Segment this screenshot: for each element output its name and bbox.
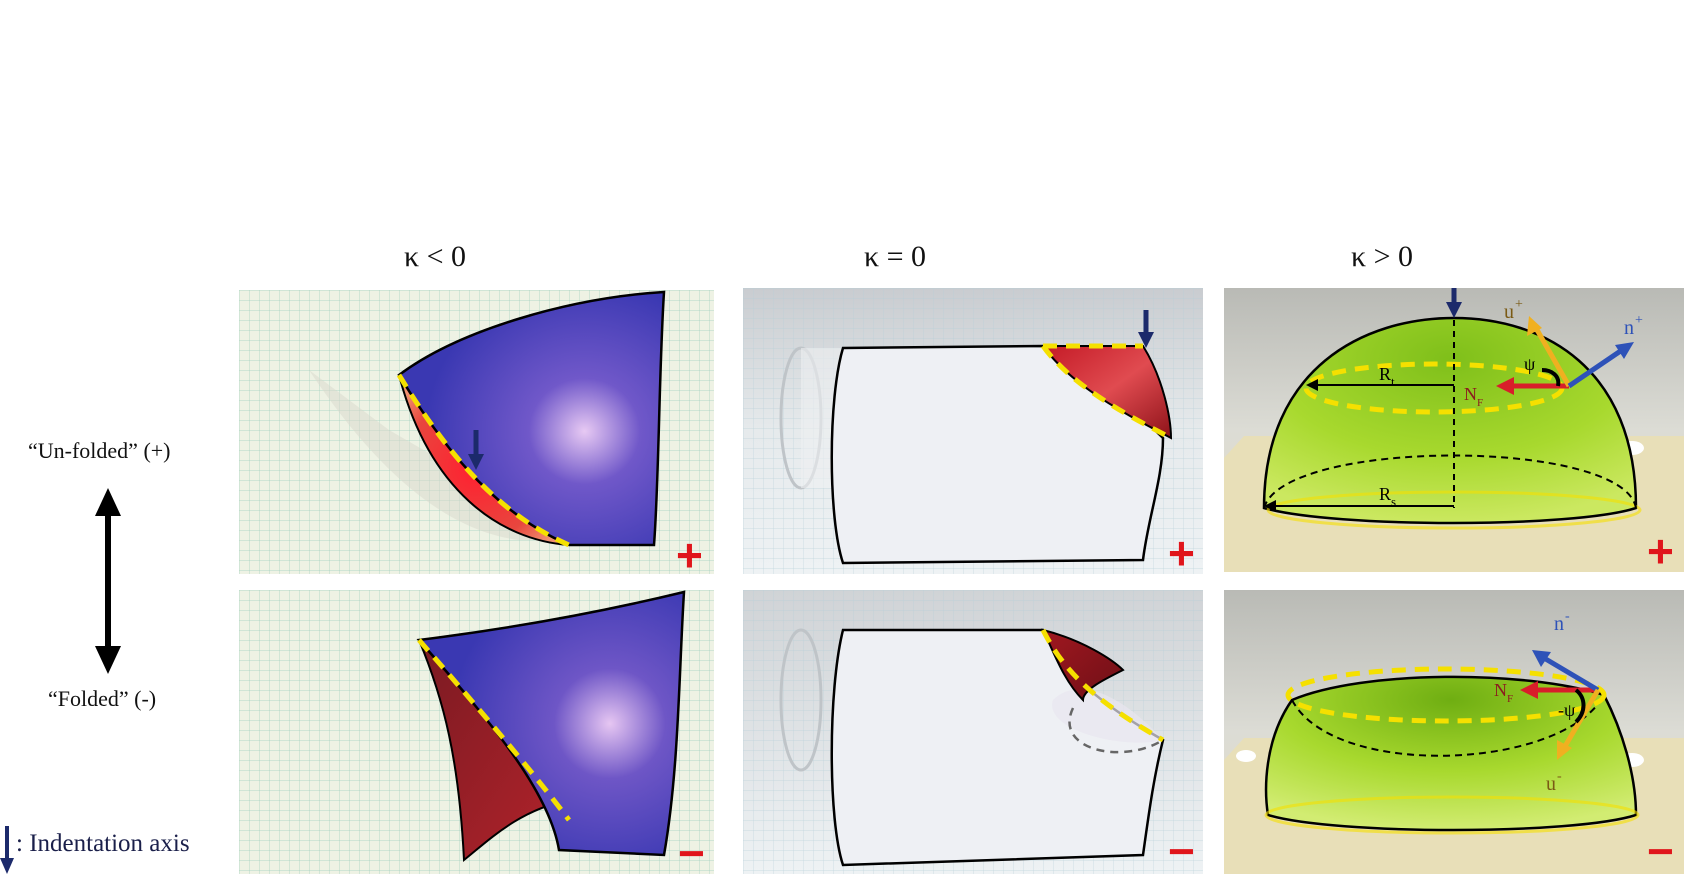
indentation-arrow-icon xyxy=(468,430,484,470)
u-minus-label: u xyxy=(1546,773,1556,795)
double-arrow-icon xyxy=(95,488,121,674)
saddle-blue-shell-folded xyxy=(416,590,686,857)
unfolded-label: “Un-folded” (+) xyxy=(28,438,171,463)
sign-minus: − xyxy=(678,827,705,879)
n-plus-label: n xyxy=(1624,317,1634,339)
panel-cylinder-unfolded xyxy=(743,288,1203,574)
title-kappa-negative: κ < 0 xyxy=(403,240,467,273)
u-minus-sup: - xyxy=(1557,769,1562,784)
sign-plus: + xyxy=(1168,527,1195,579)
u-plus-label: u xyxy=(1504,301,1514,323)
cylinder-red-cap xyxy=(1041,345,1173,440)
nf-bottom-label: N xyxy=(1494,680,1507,700)
indentation-arrow-icon xyxy=(1446,288,1462,318)
sign-minus: − xyxy=(1168,825,1195,877)
n-minus-label: n xyxy=(1554,613,1564,635)
sign-plus: + xyxy=(1647,525,1674,577)
title-kappa-positive: κ > 0 xyxy=(1350,240,1414,273)
cylinder-red-flap xyxy=(1041,628,1125,703)
panel-sphere-unfolded: u + n + ψ R t N F R s xyxy=(1224,288,1684,572)
indentation-arrow-icon xyxy=(1138,310,1154,348)
rs-label: R xyxy=(1379,484,1391,504)
rs-sub: s xyxy=(1391,494,1396,509)
panel-saddle-folded xyxy=(239,590,714,874)
nf-label: N xyxy=(1464,384,1477,404)
panel-saddle-unfolded xyxy=(239,290,714,574)
nf-bottom-sub: F xyxy=(1507,693,1513,705)
nf-sub: F xyxy=(1477,397,1483,409)
rt-sub: t xyxy=(1391,374,1395,389)
panel-sphere-folded: n - N F -ψ u - xyxy=(1224,590,1684,874)
folded-label: “Folded” (-) xyxy=(48,686,157,711)
rt-label: R xyxy=(1379,364,1391,384)
n-minus-sup: - xyxy=(1565,609,1570,624)
title-kappa-zero: κ = 0 xyxy=(863,240,927,273)
minus-psi-label: -ψ xyxy=(1558,700,1576,720)
u-plus-sup: + xyxy=(1515,297,1523,312)
panel-cylinder-folded xyxy=(743,590,1203,874)
n-plus-sup: + xyxy=(1635,313,1643,328)
indentation-axis-icon xyxy=(0,826,14,874)
psi-label: ψ xyxy=(1524,354,1536,374)
indentation-axis-label: : Indentation axis xyxy=(16,830,190,857)
sign-plus: + xyxy=(676,529,703,581)
sign-minus: − xyxy=(1647,825,1674,877)
sphere-shell-folded xyxy=(1264,675,1638,832)
